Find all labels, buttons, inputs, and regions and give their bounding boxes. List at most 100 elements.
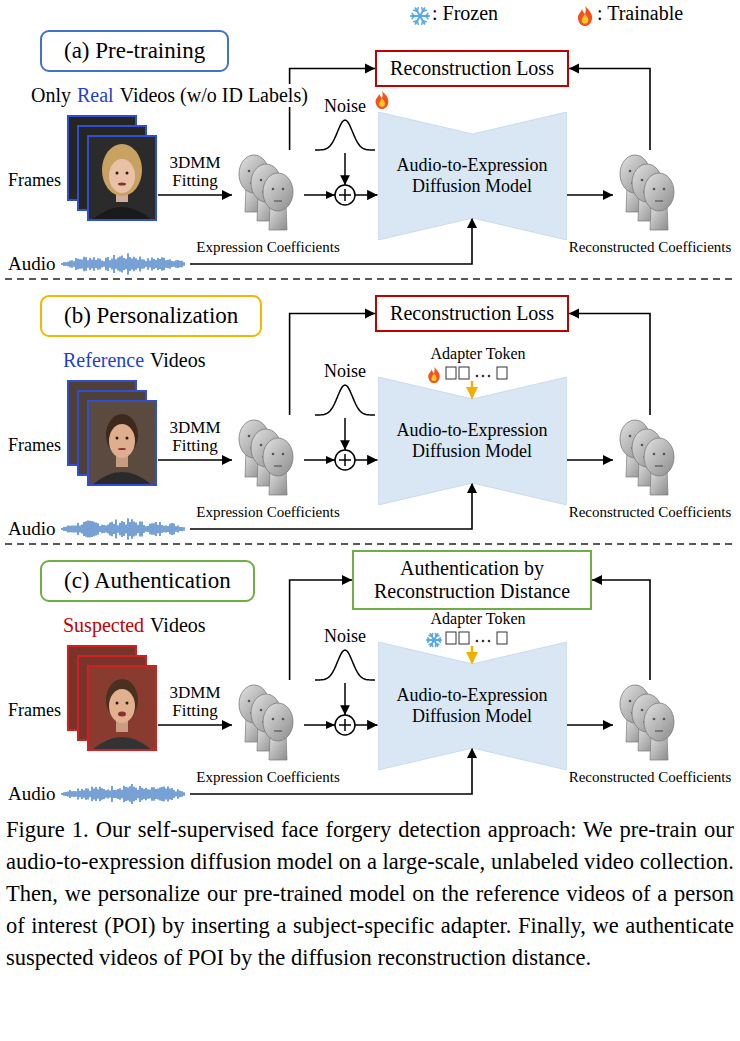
snowflake-branch <box>412 13 415 18</box>
expression-coefficients-text: Expression Coefficients <box>196 239 339 256</box>
eye <box>653 453 656 456</box>
ellipsis-dot <box>488 375 491 378</box>
panel-illustration <box>5 544 735 804</box>
mouth <box>655 730 663 731</box>
waveform-bar <box>117 525 118 533</box>
waveform-bar <box>77 523 78 535</box>
waveform-bar <box>141 788 142 801</box>
face-mesh <box>644 173 674 230</box>
waveform-bar <box>179 527 180 531</box>
diffusion-model: Audio-to-Expression Diffusion Model <box>378 377 567 505</box>
video-frames: Frames <box>8 642 158 752</box>
noise-gaussian <box>315 385 375 415</box>
edge-label: 3DMM Fitting <box>160 684 230 721</box>
waveform-bar <box>183 527 184 531</box>
mouth <box>118 712 126 717</box>
expression-coefficients: Expression Coefficients <box>232 680 304 764</box>
trainable-icon <box>428 367 439 383</box>
video-frames-text: Frames <box>8 700 61 721</box>
flame-outer <box>376 91 389 109</box>
waveform-bar <box>175 791 176 796</box>
waveform-bar <box>135 523 136 536</box>
reconstructed-coefficients-text: Reconstructed Coefficients <box>569 239 732 256</box>
waveform-bar <box>153 523 154 535</box>
face-mesh <box>263 438 293 495</box>
waveform-bar <box>101 525 102 533</box>
waveform-bar <box>107 524 108 533</box>
flow-arrow <box>290 69 375 151</box>
mouth <box>274 730 282 731</box>
waveform-bar <box>137 790 138 798</box>
waveform-bar <box>69 526 70 532</box>
waveform-bar <box>161 787 162 801</box>
waveform-bar <box>155 789 156 799</box>
diffusion-model: Audio-to-Expression Diffusion Model <box>378 642 567 770</box>
panel-title-box: (c) Authentication <box>40 560 255 602</box>
waveform-bar <box>71 525 72 532</box>
waveform-bar <box>131 784 132 804</box>
waveform-bar <box>81 260 82 269</box>
reconstructed-coefficients: Reconstructed Coefficients <box>613 680 687 764</box>
snowflake-branch <box>414 19 420 24</box>
panel-title-box-text: (a) Pre-training <box>64 38 205 64</box>
waveform-bar <box>93 522 94 536</box>
waveform-bar <box>97 523 98 534</box>
face-mesh <box>644 438 674 495</box>
waveform-bar <box>97 258 98 269</box>
waveform-bar <box>161 525 162 533</box>
shoulders <box>92 472 152 485</box>
snowflake-branch <box>434 633 439 637</box>
waveform-bar <box>71 791 72 796</box>
head-shape <box>263 173 293 211</box>
audio-waveform <box>62 518 184 540</box>
eye <box>272 188 275 191</box>
shoulders <box>92 737 152 750</box>
flame-inner <box>379 98 385 107</box>
face-mesh <box>644 703 674 760</box>
waveform-bar <box>69 261 70 267</box>
flow-arrow <box>304 724 378 726</box>
ellipsis-dot <box>476 375 479 378</box>
waveform-bar <box>105 790 106 797</box>
waveform-bar <box>153 787 154 801</box>
waveform-bar <box>87 260 88 267</box>
waveform-bar <box>133 521 134 536</box>
waveform-bar <box>159 788 160 801</box>
waveform-bar <box>83 522 84 536</box>
waveform-bar <box>103 525 104 533</box>
diffusion-outline <box>378 642 567 770</box>
waveform-bar <box>125 259 126 269</box>
waveform-bar <box>79 259 80 269</box>
plus-sign <box>344 189 346 201</box>
eye <box>641 444 644 447</box>
waveform-bar <box>171 523 172 535</box>
audio-waveform <box>62 253 184 275</box>
face-mesh <box>263 703 293 760</box>
arrow-head <box>326 191 335 199</box>
waveform-bar <box>173 790 174 798</box>
waveform-bar <box>107 790 108 799</box>
loss-box-text: Reconstruction Loss <box>390 57 554 80</box>
frame-border <box>88 401 156 485</box>
frame-background <box>88 136 156 220</box>
waveform-bar <box>111 786 112 802</box>
waveform-bar <box>127 518 128 540</box>
waveform-bar <box>117 258 118 271</box>
frame-border <box>88 666 156 750</box>
waveform-bar <box>111 522 112 536</box>
panel-title-box-text: (b) Personalization <box>64 303 238 329</box>
waveform-bar <box>139 257 140 272</box>
waveform-bar <box>63 262 64 266</box>
mouth <box>118 448 126 450</box>
waveform-bar <box>79 791 80 798</box>
loss-box-text: Reconstruction Loss <box>390 302 554 325</box>
waveform-bar <box>181 791 182 796</box>
waveform-bar <box>79 525 80 532</box>
waveform-bar <box>123 258 124 270</box>
flow-arrow <box>158 459 232 461</box>
waveform-bar <box>137 260 138 269</box>
waveform-bar <box>67 525 68 532</box>
waveform-bar <box>101 260 102 267</box>
ellipsis-dot <box>482 640 485 643</box>
noise-arrow <box>344 153 346 185</box>
